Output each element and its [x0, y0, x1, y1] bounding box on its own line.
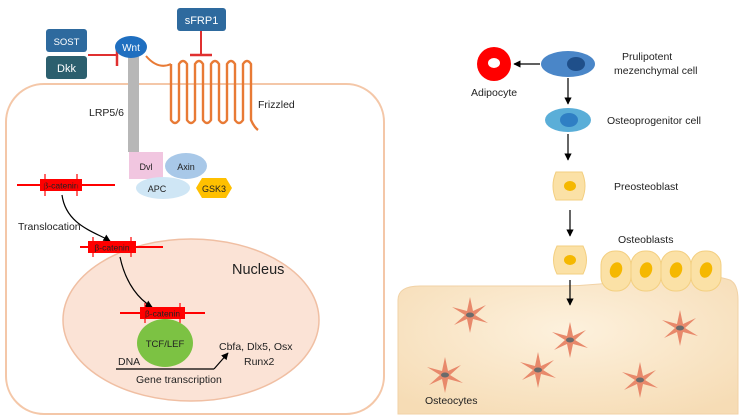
- osteoprogenitor-nucleus: [560, 113, 578, 127]
- axin-ellipse: [165, 153, 207, 179]
- sost-box: [46, 29, 87, 52]
- preosteoblast-nucleus: [564, 181, 576, 191]
- frizzled-label: Frizzled: [258, 99, 295, 111]
- gsk3-label: GSK3: [202, 184, 226, 194]
- dkk-label: Dkk: [57, 63, 76, 75]
- transcription-arrow: [213, 352, 229, 370]
- beta-catenin-label-1: β-catenin: [43, 181, 78, 191]
- adipocyte-droplet: [488, 58, 500, 68]
- pluripotent-label-line1: Prulipotent: [622, 51, 672, 63]
- frizzled-tail: [145, 55, 172, 67]
- target-genes-line2: Runx2: [244, 356, 275, 368]
- osteoblast-nucleus-2: [639, 262, 653, 278]
- beta-catenin-box-1: [40, 179, 82, 191]
- osteocyte-1: [452, 297, 488, 333]
- gsk3-hexagon: [196, 178, 232, 198]
- dna-label: DNA: [118, 356, 140, 368]
- osteoblast-nucleus-single: [564, 255, 576, 265]
- sfrp1-label: sFRP1: [185, 15, 219, 27]
- osteocytes-label: Osteocytes: [425, 395, 478, 407]
- beta-catenin-label-3: β-catenin: [145, 309, 180, 319]
- apc-ellipse: [136, 177, 190, 199]
- tcf-lef-label: TCF/LEF: [146, 339, 185, 350]
- beta-catenin-box-3: [140, 307, 185, 319]
- osteocyte-cluster: [427, 297, 698, 398]
- osteocyte-2: [552, 322, 588, 358]
- sfrp1-box: [177, 8, 226, 31]
- preosteoblast-label: Preosteoblast: [614, 181, 678, 193]
- translocation-label: Translocation: [18, 221, 81, 233]
- osteoblast-nucleus-1: [609, 262, 623, 278]
- lrp-receptor: [128, 56, 139, 152]
- tcf-lef-ellipse: [137, 319, 193, 367]
- axin-label: Axin: [177, 162, 195, 172]
- osteoblasts-label: Osteoblasts: [618, 234, 673, 246]
- osteocyte-3: [662, 310, 698, 346]
- gene-transcription-label: Gene transcription: [136, 374, 222, 386]
- wnt-label: Wnt: [122, 43, 140, 54]
- target-genes-line1: Cbfa, Dlx5, Osx: [219, 341, 293, 353]
- beta-catenin-label-2: β-catenin: [94, 243, 129, 253]
- osteocyte-6: [622, 362, 658, 398]
- osteoblast-row: [600, 250, 722, 292]
- pluripotent-label-line2: mezenchymal cell: [614, 65, 697, 77]
- beta-catenin-box-2: [88, 241, 136, 253]
- osteoprogenitor-label: Osteoprogenitor cell: [607, 115, 701, 127]
- mesenchymal-nucleus: [567, 57, 585, 71]
- osteocyte-4: [427, 357, 463, 393]
- translocation-arrow-2: [119, 256, 153, 308]
- dkk-box: [46, 56, 87, 79]
- osteoblast-nucleus-3: [669, 262, 683, 278]
- apc-label: APC: [148, 184, 167, 194]
- osteocyte-5: [520, 352, 556, 388]
- nucleus-label: Nucleus: [232, 262, 284, 278]
- frizzled-receptor: [169, 59, 259, 131]
- lrp-label: LRP5/6: [89, 107, 124, 119]
- dvl-label: Dvl: [140, 162, 153, 172]
- translocation-arrow-1: [61, 194, 111, 242]
- dvl-box: [129, 152, 163, 179]
- adipocyte-label: Adipocyte: [471, 87, 517, 99]
- sost-label: SOST: [54, 37, 80, 48]
- osteoblast-nucleus-4: [699, 262, 713, 278]
- wnt-ligand: [115, 36, 147, 58]
